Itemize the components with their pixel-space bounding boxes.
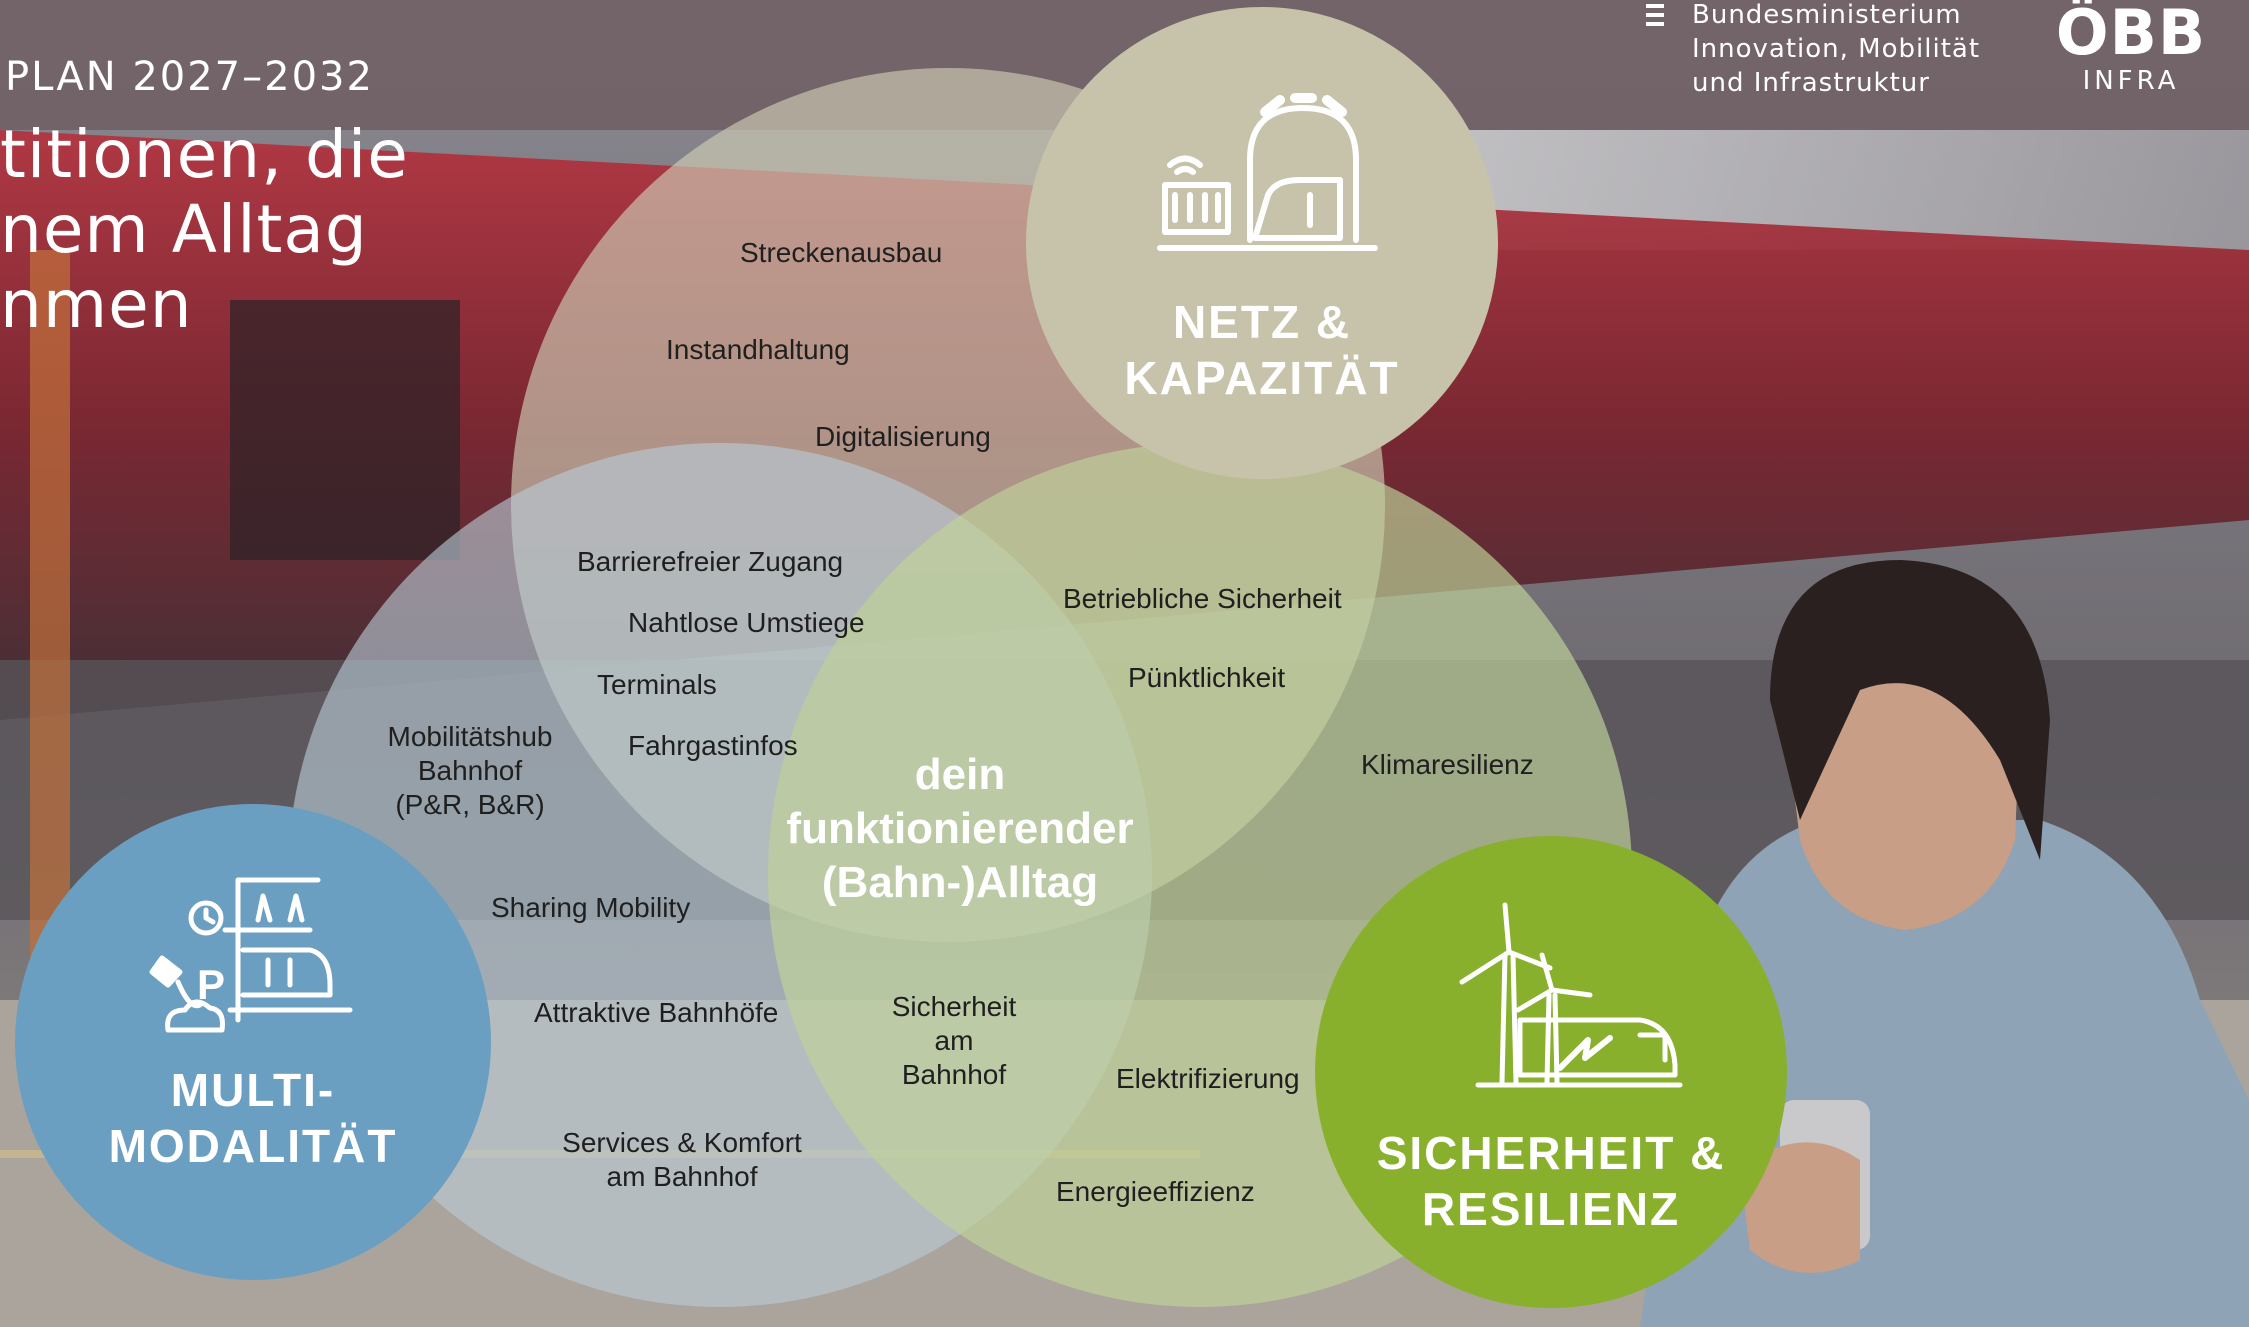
- station-tunnel-train-icon: [1157, 93, 1378, 251]
- pillar-title-multimodalitaet: MULTI- MODALITÄT: [53, 1062, 453, 1174]
- topic-sharing-mobility: Sharing Mobility: [491, 892, 691, 923]
- topic-instandhaltung: Instandhaltung: [666, 334, 850, 365]
- topic-services-line-2: am Bahnhof: [606, 1161, 758, 1192]
- topic-mobilitaetshub-bahnhof: Mobilitätshub Bahnhof (P&R, B&R): [370, 720, 570, 822]
- topic-mobilitaetshub-line-1: Mobilitätshub: [387, 721, 553, 752]
- center-line-3: (Bahn-)Alltag: [821, 858, 1099, 907]
- headline-line-2: nem Alltag: [0, 191, 368, 268]
- person-photo: [1640, 560, 2249, 1327]
- obb-wordmark: ÖBB: [2055, 0, 2207, 69]
- topic-mobilitaetshub-line-3: (P&R, B&R): [395, 789, 545, 820]
- topic-betriebliche-sicherheit: Betriebliche Sicherheit: [1063, 583, 1342, 614]
- topic-sicherheit-am-bahnhof: Sicherheit am Bahnhof: [874, 990, 1034, 1092]
- pillar-title-sicher-line-2: RESILIENZ: [1421, 1183, 1681, 1235]
- topic-mobilitaetshub-line-2: Bahnhof: [417, 755, 523, 786]
- pillar-title-sicherheit: SICHERHEIT & RESILIENZ: [1301, 1125, 1801, 1237]
- center-label: dein funktionierender (Bahn-)Alltag: [710, 748, 1210, 910]
- ministry-line-3: und Infrastruktur: [1692, 68, 1930, 98]
- headline-line-3: nmen: [0, 266, 193, 343]
- topic-klimaresilienz: Klimaresilienz: [1361, 749, 1534, 780]
- obb-infra-logo: ÖBB INFRA: [2046, 0, 2216, 96]
- topic-puenktlichkeit: Pünktlichkeit: [1128, 662, 1286, 693]
- topic-services-komfort: Services & Komfort am Bahnhof: [542, 1126, 822, 1194]
- topic-attraktive-bahnhoefe: Attraktive Bahnhöfe: [534, 997, 779, 1028]
- ministry-logo-text: Bundesministerium Innovation, Mobilität …: [1692, 0, 1980, 100]
- plan-period-label: PLAN 2027–2032: [5, 54, 374, 100]
- topic-sicherheit-line-2: am: [934, 1025, 974, 1056]
- topic-barrierefreier-zugang: Barrierefreier Zugang: [577, 546, 844, 577]
- pillar-title-sicher-line-1: SICHERHEIT &: [1376, 1127, 1726, 1179]
- ministry-line-1: Bundesministerium: [1692, 0, 1962, 30]
- topic-streckenausbau: Streckenausbau: [740, 237, 943, 268]
- pillar-title-multi-line-2: MODALITÄT: [108, 1120, 398, 1172]
- pillar-circle-multimodalitaet: [15, 804, 491, 1280]
- center-line-2: funktionierender: [786, 804, 1134, 853]
- pillar-title-netz-line-2: KAPAZITÄT: [1124, 352, 1400, 404]
- pillar-title-multi-line-1: MULTI-: [170, 1064, 336, 1116]
- pillar-circle-netz: [1026, 7, 1498, 479]
- topic-sicherheit-line-3: Bahnhof: [901, 1059, 1007, 1090]
- pillar-title-netz-line-1: NETZ &: [1172, 296, 1352, 348]
- topic-digitalisierung: Digitalisierung: [815, 421, 991, 452]
- ministry-logo-mark: [1646, 4, 1664, 26]
- pillar-circle-sicherheit: [1315, 836, 1787, 1308]
- ministry-line-2: Innovation, Mobilität: [1692, 34, 1981, 64]
- topic-nahtlose-umstiege: Nahtlose Umstiege: [628, 607, 865, 638]
- topic-elektrifizierung: Elektrifizierung: [1116, 1063, 1300, 1094]
- topic-energieeffizienz: Energieeffizienz: [1056, 1176, 1255, 1207]
- pillar-title-netz: NETZ & KAPAZITÄT: [1062, 294, 1462, 406]
- topic-services-line-1: Services & Komfort: [562, 1127, 802, 1158]
- center-line-1: dein: [914, 750, 1006, 799]
- wind-turbine-electric-train-icon: [1459, 902, 1683, 1088]
- headline-line-1: titionen, die: [0, 116, 409, 193]
- topic-sicherheit-line-1: Sicherheit: [891, 991, 1017, 1022]
- topic-terminals: Terminals: [597, 669, 717, 700]
- obb-infra-label: INFRA: [2082, 66, 2180, 96]
- multimodal-parking-train-icon: P: [149, 877, 353, 1033]
- topic-fahrgastinfos: Fahrgastinfos: [628, 730, 798, 761]
